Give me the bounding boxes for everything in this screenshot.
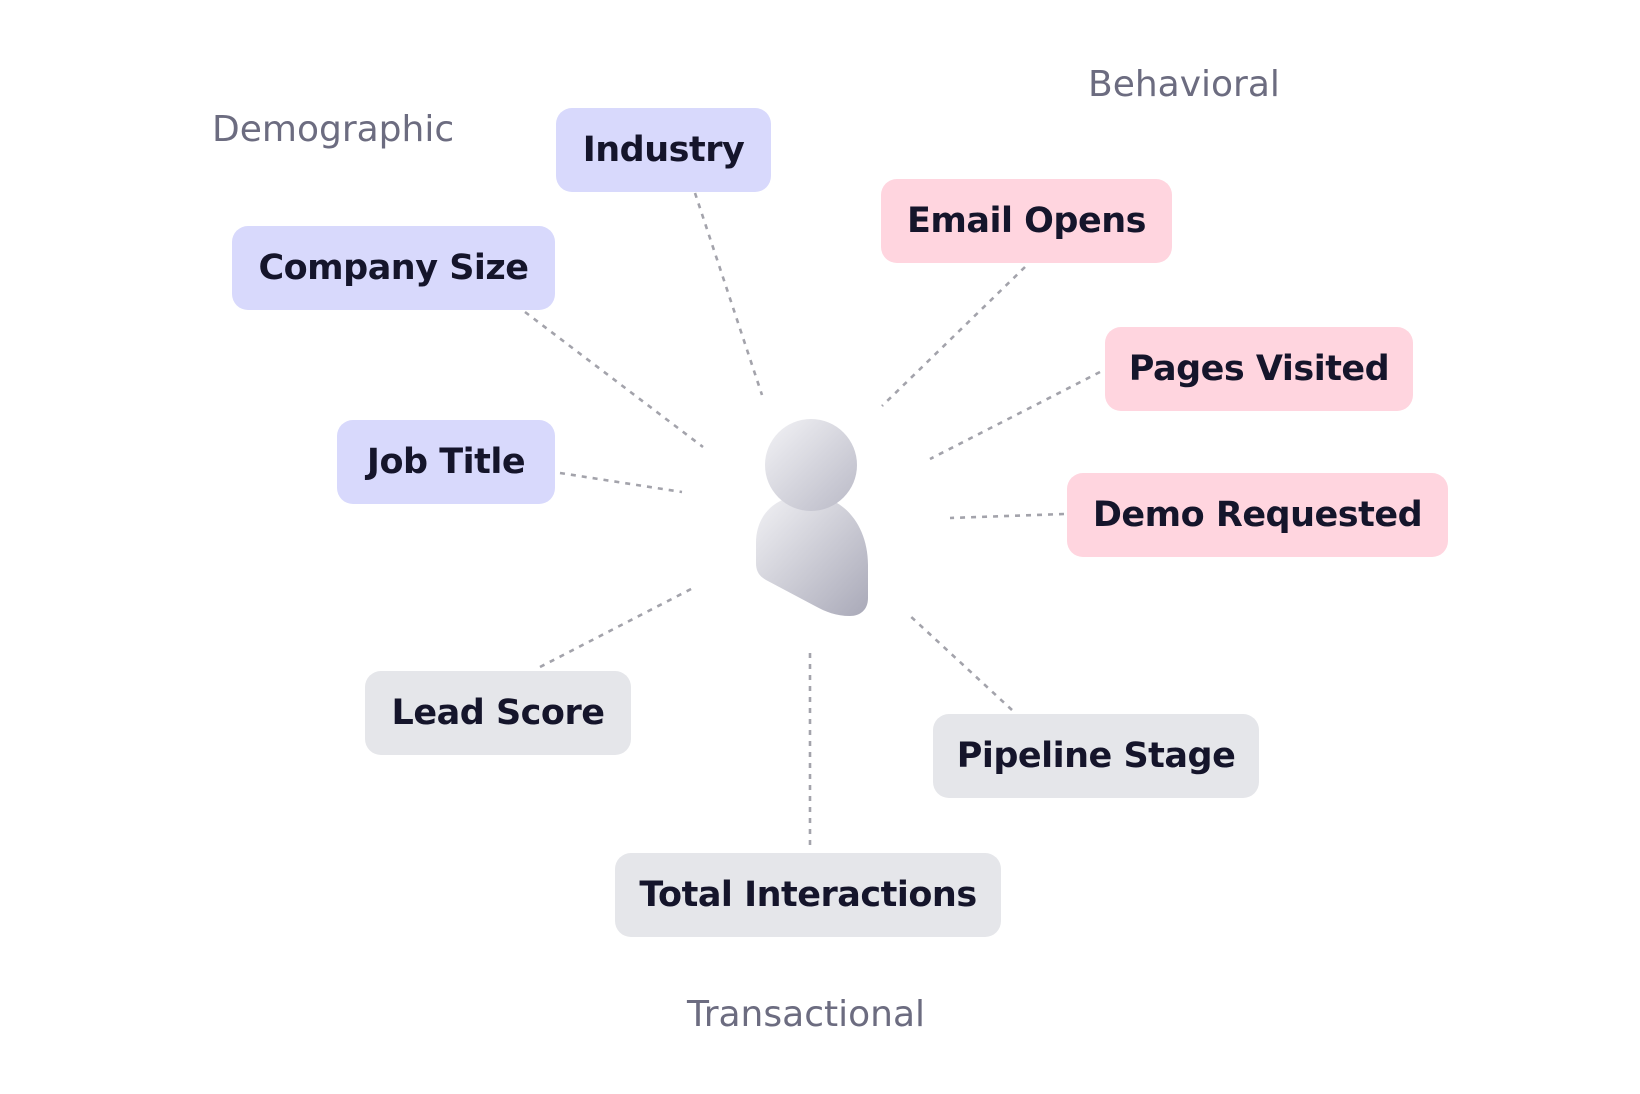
- connector-job-title: [559, 471, 683, 494]
- node-company-size: Company Size: [232, 226, 555, 310]
- node-demo-requested: Demo Requested: [1067, 473, 1448, 557]
- person-body: [756, 495, 868, 616]
- person-icon: [756, 419, 868, 616]
- group-label-transactional: Transactional: [687, 994, 926, 1035]
- node-pages-visited: Pages Visited: [1105, 327, 1413, 411]
- connector-lead-score: [539, 585, 696, 669]
- group-label-behavioral: Behavioral: [1088, 64, 1280, 105]
- connector-email-opens: [881, 266, 1026, 407]
- connector-demo-requested: [949, 512, 1065, 520]
- node-job-title: Job Title: [337, 420, 555, 504]
- node-industry: Industry: [556, 108, 771, 192]
- connector-company-size: [524, 310, 704, 449]
- connector-industry: [693, 192, 764, 396]
- group-label-demographic: Demographic: [212, 109, 455, 150]
- node-total-interactions: Total Interactions: [615, 853, 1001, 937]
- connector-pipeline-stage: [907, 613, 1013, 711]
- person-head: [765, 419, 857, 511]
- connector-pages-visited: [929, 370, 1101, 461]
- node-lead-score: Lead Score: [365, 671, 631, 755]
- node-pipeline-stage: Pipeline Stage: [933, 714, 1259, 798]
- node-email-opens: Email Opens: [881, 179, 1172, 263]
